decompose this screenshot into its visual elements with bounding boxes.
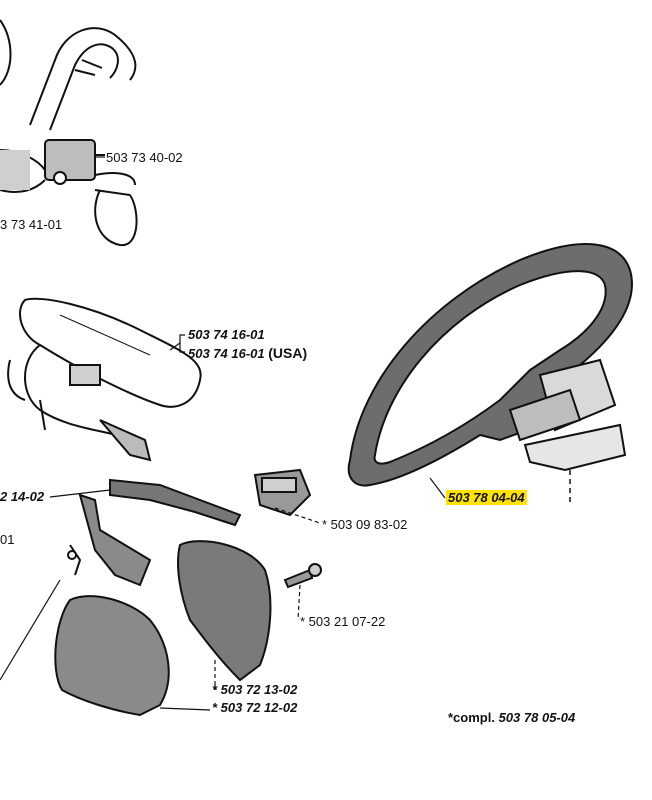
label-handle: 503 78 04-04: [446, 490, 527, 505]
label-compl: *compl. 503 78 05-04: [448, 710, 575, 725]
label-screw: * 503 21 07-22: [300, 614, 386, 629]
label-housing-1: * 503 72 13-02: [212, 682, 298, 697]
label-usa: (USA): [268, 345, 308, 361]
label-compl-part: 503 78 05-04: [498, 710, 576, 725]
label-harness-clip: 503 73 40-02: [106, 150, 183, 165]
loop-handle-illustration: [347, 243, 633, 505]
belt-illustration: [7, 297, 202, 462]
throttle-lever-illustration: [67, 468, 312, 587]
label-compl-prefix: *compl.: [448, 710, 495, 725]
label-housing-2: * 503 72 12-02: [212, 700, 298, 715]
label-belt-1: 503 74 16-01: [188, 327, 265, 342]
label-belt-2: 503 74 16-01: [188, 346, 265, 361]
leader-lines: [0, 156, 446, 711]
harness-illustration: [0, 19, 138, 247]
label-handle-highlight: 503 78 04-04: [446, 490, 527, 505]
label-belt-2-row: 503 74 16-01 (USA): [188, 345, 308, 362]
label-switch: * 503 09 83-02: [322, 517, 408, 532]
label-left-part: 01: [0, 532, 15, 547]
label-lever: 2 14-02: [0, 489, 45, 504]
handle-housing-illustration: [54, 540, 322, 717]
label-harness: 3 73 41-01: [0, 217, 63, 232]
